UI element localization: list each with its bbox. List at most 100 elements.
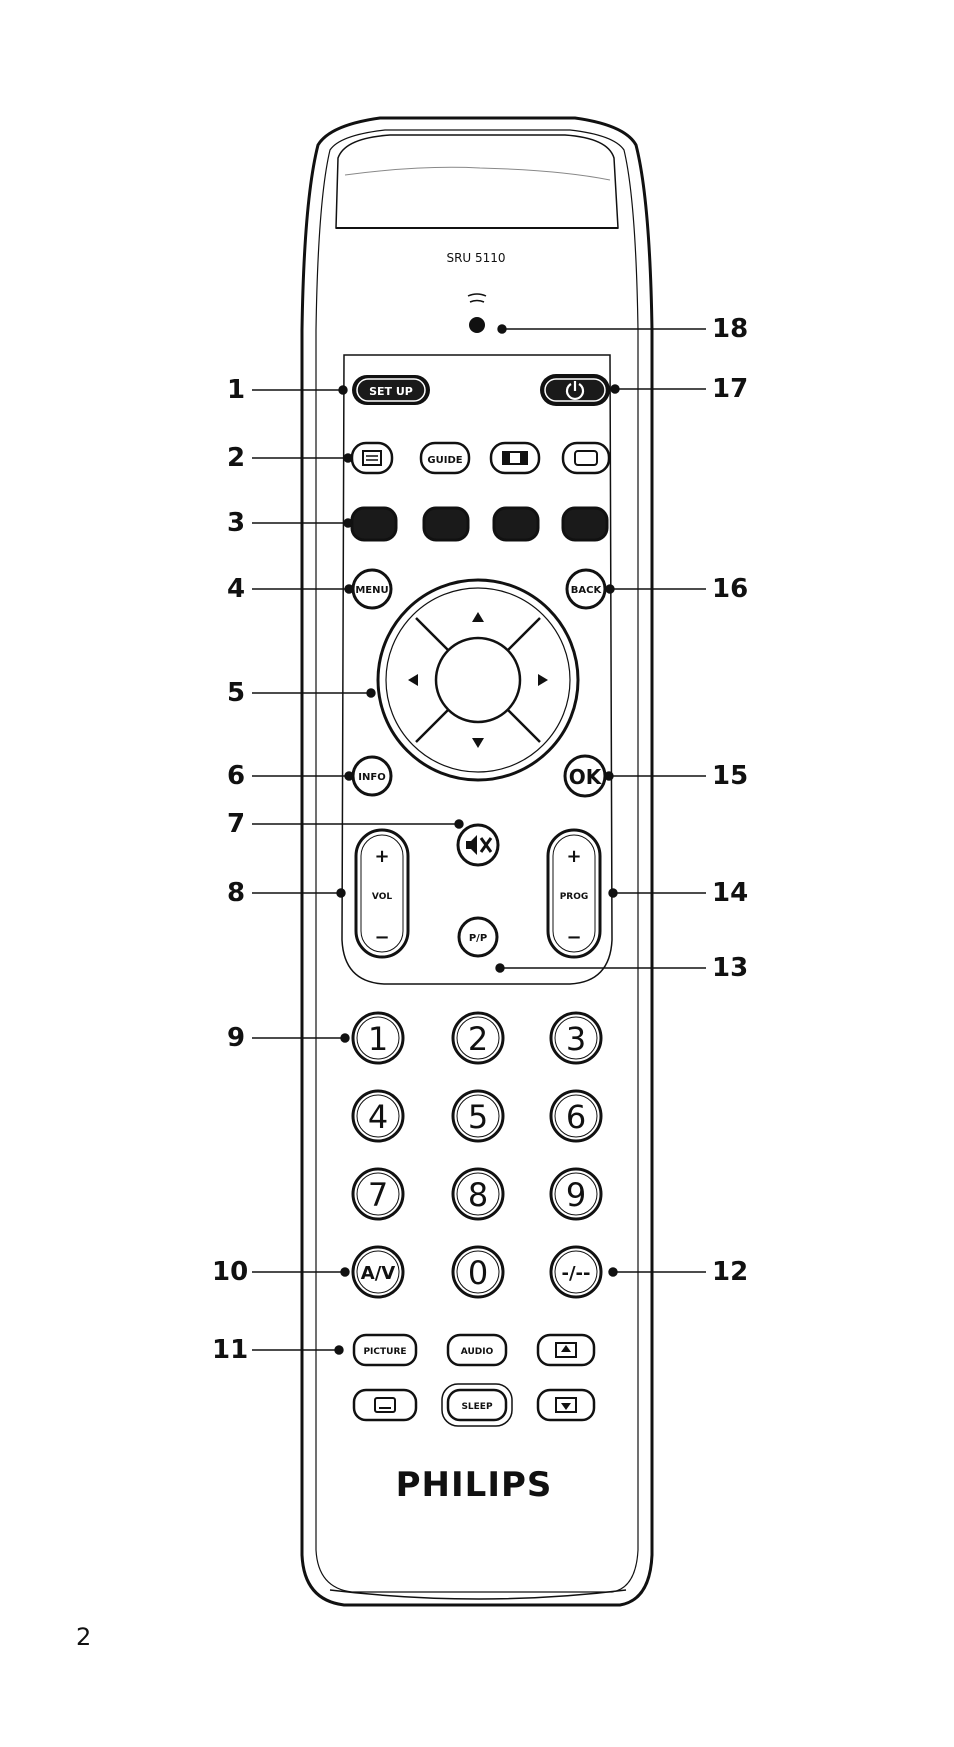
pip-button[interactable]: P/P: [457, 916, 499, 958]
vol-minus[interactable]: −: [374, 927, 389, 948]
nav-down-icon[interactable]: [472, 738, 484, 748]
digit-pad: 1 2 3 4 5 6 7 8 9 A/V 0 -/--: [351, 1011, 603, 1299]
format-button[interactable]: [489, 441, 541, 475]
callout-14: 14: [712, 878, 749, 908]
ir-led-icon: [467, 293, 487, 333]
digit-5-label: 5: [468, 1098, 488, 1136]
digit-0-button[interactable]: 0: [451, 1245, 505, 1299]
digit-0-label: 0: [468, 1254, 488, 1292]
callout-9: 9: [227, 1023, 246, 1053]
info-button[interactable]: INFO: [351, 755, 393, 797]
setup-button[interactable]: SET UP: [352, 375, 430, 405]
digit-6-label: 6: [566, 1098, 586, 1136]
nav-right-icon[interactable]: [538, 674, 548, 686]
digit-9-button[interactable]: 9: [549, 1167, 603, 1221]
callout-7: 7: [227, 809, 246, 839]
ok-button[interactable]: OK: [563, 754, 607, 798]
callout-13: 13: [712, 953, 749, 983]
callout-6: 6: [227, 761, 246, 791]
sleep-button[interactable]: SLEEP: [441, 1383, 513, 1427]
callout-18: 18: [712, 314, 749, 344]
back-label: BACK: [571, 585, 603, 596]
screen-button[interactable]: [561, 441, 611, 475]
zoom-up-button[interactable]: [536, 1333, 596, 1367]
av-button[interactable]: A/V: [351, 1245, 405, 1299]
program-rocker[interactable]: + PROG −: [546, 828, 602, 959]
guide-label: GUIDE: [427, 455, 462, 466]
ok-label: OK: [569, 765, 603, 789]
picture-button[interactable]: PICTURE: [352, 1333, 418, 1367]
callout-17: 17: [712, 374, 749, 404]
model-label: SRU 5110: [446, 251, 505, 265]
callout-12: 12: [712, 1257, 749, 1287]
digit-7-button[interactable]: 7: [351, 1167, 405, 1221]
color-key-1[interactable]: [350, 506, 398, 542]
vol-label: VOL: [372, 892, 392, 902]
color-key-2[interactable]: [422, 506, 470, 542]
zoom-down-button[interactable]: [536, 1388, 596, 1422]
prog-minus[interactable]: −: [566, 927, 581, 948]
callout-2: 2: [227, 443, 246, 473]
nav-up-icon[interactable]: [472, 612, 484, 622]
mute-button[interactable]: [456, 823, 500, 867]
digit-1-label: 1: [368, 1020, 388, 1058]
digit-8-label: 8: [468, 1176, 488, 1214]
power-button[interactable]: [540, 374, 610, 406]
callout-11: 11: [212, 1335, 249, 1365]
setup-label: SET UP: [369, 385, 413, 398]
color-key-3[interactable]: [492, 506, 540, 542]
audio-label: AUDIO: [461, 1347, 494, 1357]
digit-2-button[interactable]: 2: [451, 1011, 505, 1065]
pip-label: P/P: [469, 933, 487, 944]
callout-15: 15: [712, 761, 749, 791]
dash-button[interactable]: -/--: [549, 1245, 603, 1299]
control-panel: [341, 354, 613, 985]
digit-1-button[interactable]: 1: [351, 1011, 405, 1065]
audio-button[interactable]: AUDIO: [446, 1333, 508, 1367]
subtitle-icon: [374, 1397, 396, 1413]
guide-button[interactable]: GUIDE: [419, 441, 471, 475]
page-number: 2: [76, 1623, 92, 1651]
remote-body-inner: [315, 129, 639, 1593]
nav-center[interactable]: [434, 636, 522, 724]
remote-top-cap: [335, 134, 619, 229]
nav-left-icon[interactable]: [408, 674, 418, 686]
navigation-pad: [376, 578, 580, 782]
callout-4: 4: [227, 574, 246, 604]
volume-rocker[interactable]: + VOL −: [354, 828, 410, 959]
digit-3-button[interactable]: 3: [549, 1011, 603, 1065]
digit-5-button[interactable]: 5: [451, 1089, 505, 1143]
digit-2-label: 2: [468, 1020, 488, 1058]
av-label: A/V: [361, 1263, 396, 1284]
digit-6-button[interactable]: 6: [549, 1089, 603, 1143]
mute-icon: [466, 835, 493, 855]
color-key-4[interactable]: [561, 506, 609, 542]
menu-label: MENU: [355, 585, 388, 596]
digit-9-label: 9: [566, 1176, 586, 1214]
callout-1: 1: [227, 375, 246, 405]
subtitle-button[interactable]: [352, 1388, 418, 1422]
sleep-label: SLEEP: [461, 1402, 493, 1412]
digit-4-label: 4: [368, 1098, 388, 1136]
teletext-icon: [362, 450, 382, 466]
power-icon: [565, 381, 585, 401]
callout-5: 5: [227, 678, 246, 708]
prog-plus[interactable]: +: [566, 846, 581, 867]
callout-10: 10: [212, 1257, 249, 1287]
callout-3: 3: [227, 508, 246, 538]
teletext-button[interactable]: [350, 441, 394, 475]
menu-button[interactable]: MENU: [351, 568, 393, 610]
prog-label: PROG: [560, 892, 589, 902]
digit-4-button[interactable]: 4: [351, 1089, 405, 1143]
back-button[interactable]: BACK: [565, 568, 607, 610]
callout-8: 8: [227, 878, 246, 908]
dash-label: -/--: [562, 1263, 591, 1284]
digit-8-button[interactable]: 8: [451, 1167, 505, 1221]
vol-plus[interactable]: +: [374, 846, 389, 867]
digit-3-label: 3: [566, 1020, 586, 1058]
remote-bottom: [329, 1589, 627, 1600]
screen-icon: [574, 450, 598, 466]
callout-16: 16: [712, 574, 749, 604]
